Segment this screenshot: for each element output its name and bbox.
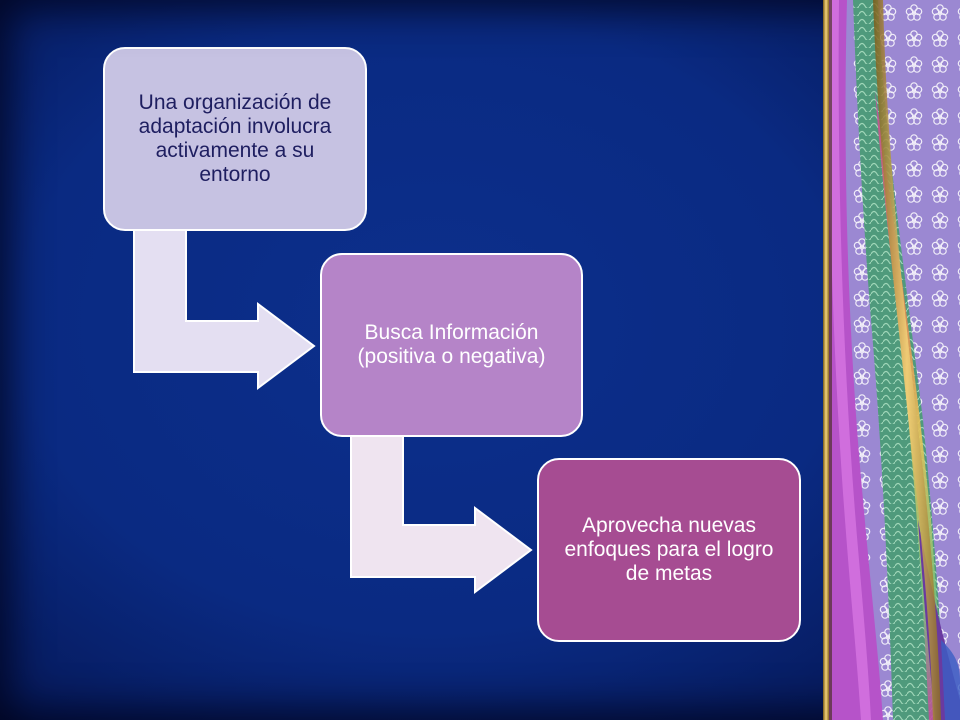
step-text-1: Una organización de adaptación involucra… — [138, 91, 332, 186]
step-text-3: Aprovecha nuevas enfoques para el logro … — [564, 514, 774, 585]
step-box-2: Busca Información (positiva o negativa) — [320, 253, 583, 437]
step-text-2: Busca Información (positiva o negativa) — [357, 321, 546, 368]
decorative-fabric-panel — [823, 0, 960, 720]
step-box-3: Aprovecha nuevas enfoques para el logro … — [537, 458, 801, 642]
step-box-1: Una organización de adaptación involucra… — [103, 47, 367, 231]
